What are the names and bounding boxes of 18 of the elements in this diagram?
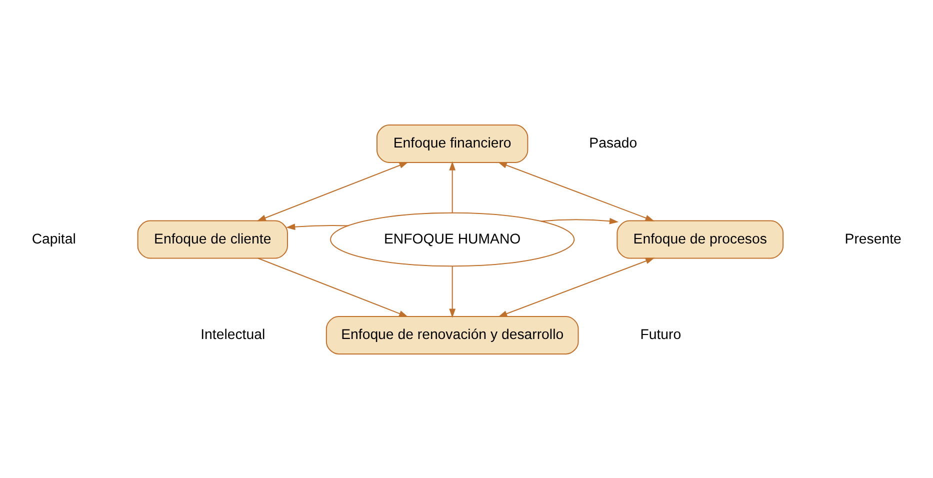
arrow	[449, 266, 456, 318]
label: Presente	[844, 230, 902, 246]
label: Futuro	[640, 325, 682, 342]
node-box: Enfoque de cliente	[137, 220, 288, 258]
arrow	[540, 217, 619, 224]
node-box: Enfoque de procesos	[616, 220, 784, 258]
node-box: Enfoque financiero	[376, 124, 528, 162]
arrow	[498, 161, 654, 221]
label: Capital	[32, 230, 76, 246]
arrow	[258, 257, 408, 316]
arrow	[449, 160, 456, 213]
label: Pasado	[589, 134, 638, 150]
arrow	[286, 223, 348, 230]
node-ellipse: ENFOQUE HUMANO	[330, 212, 575, 266]
label: Intelectual	[200, 325, 266, 342]
node-box: Enfoque de renovación y desarrollo	[326, 316, 579, 354]
arrow	[498, 257, 655, 316]
arrow	[256, 161, 408, 221]
